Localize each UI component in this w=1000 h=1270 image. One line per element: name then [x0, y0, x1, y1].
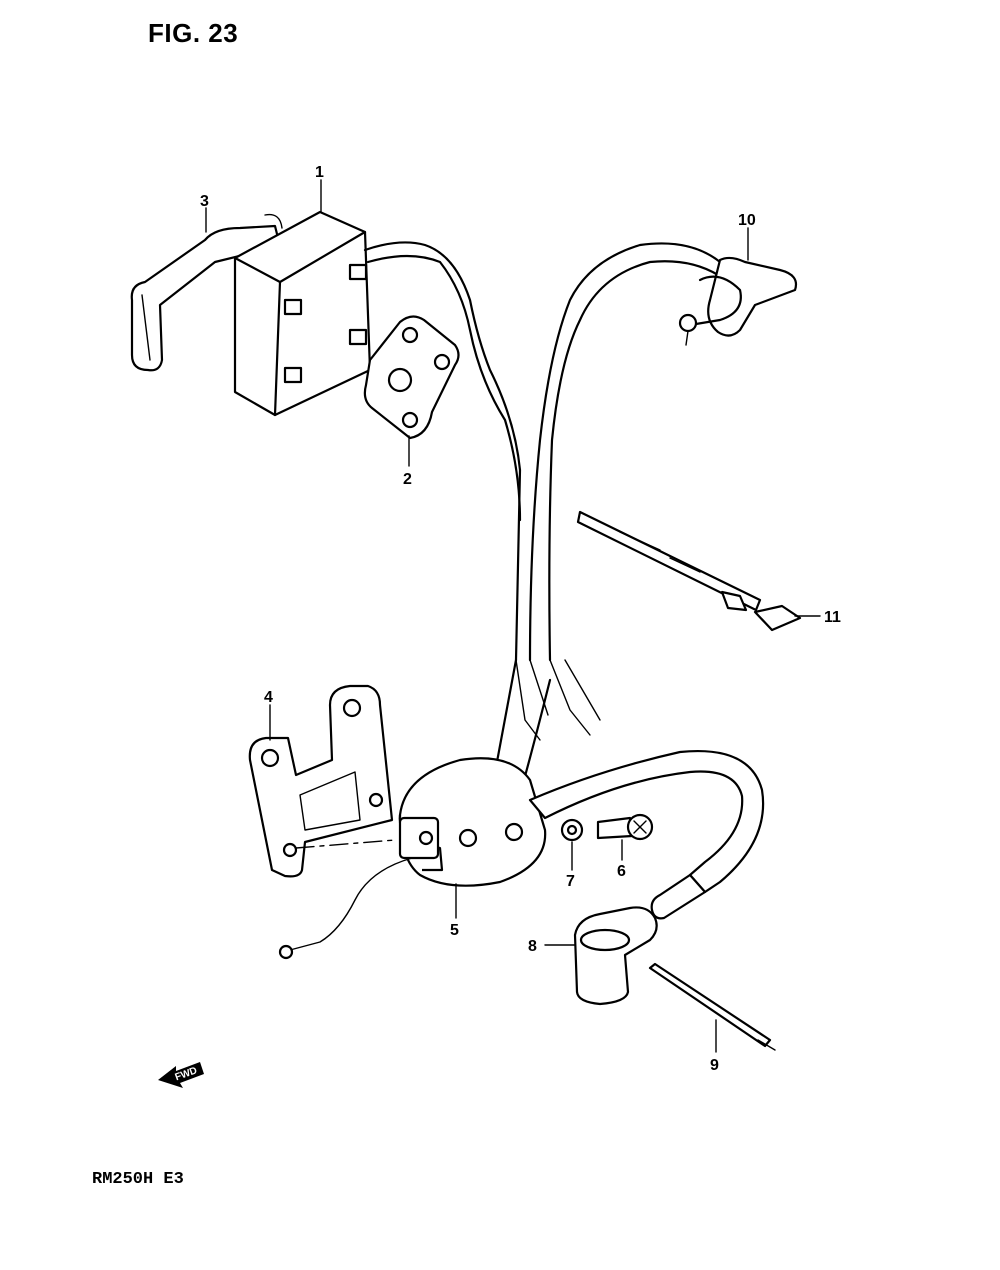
ground-lead: [278, 857, 413, 960]
callout-9: 9: [710, 1057, 719, 1074]
part-9-small-tie: [648, 962, 776, 1051]
callout-2: 2: [403, 471, 412, 488]
wiring-harness: [363, 241, 722, 814]
callout-11: 11: [824, 609, 841, 626]
callout-4: 4: [264, 689, 273, 706]
callout-5: 5: [450, 922, 459, 939]
callout-7: 7: [566, 873, 575, 890]
fwd-arrow: FWD: [158, 1062, 204, 1088]
callout-3: 3: [200, 193, 209, 210]
callout-6: 6: [617, 863, 626, 880]
high-tension-lead: [528, 750, 765, 920]
callout-8: 8: [528, 938, 537, 955]
part-1-cdi-unit: [233, 210, 372, 417]
part-11-cable-tie: [576, 510, 802, 632]
part-4-bracket: [248, 684, 394, 878]
model-code: RM250H E3: [92, 1170, 184, 1189]
part-6-bolt: [596, 813, 654, 841]
callout-1: 1: [315, 164, 324, 181]
part-10-stop-switch: [678, 256, 798, 346]
callout-10: 10: [738, 212, 756, 229]
figure-title: FIG. 23: [148, 18, 239, 48]
part-5-ignition-coil: [295, 757, 547, 887]
callout-labels: 1 2 3 4 5 6 7 8 9 10 11: [200, 164, 841, 1074]
part-2-mount-plate: [363, 315, 460, 440]
part-7-washer: [560, 818, 584, 842]
leader-lines: [205, 179, 821, 1053]
part-8-spark-plug-cap: [573, 906, 658, 1006]
